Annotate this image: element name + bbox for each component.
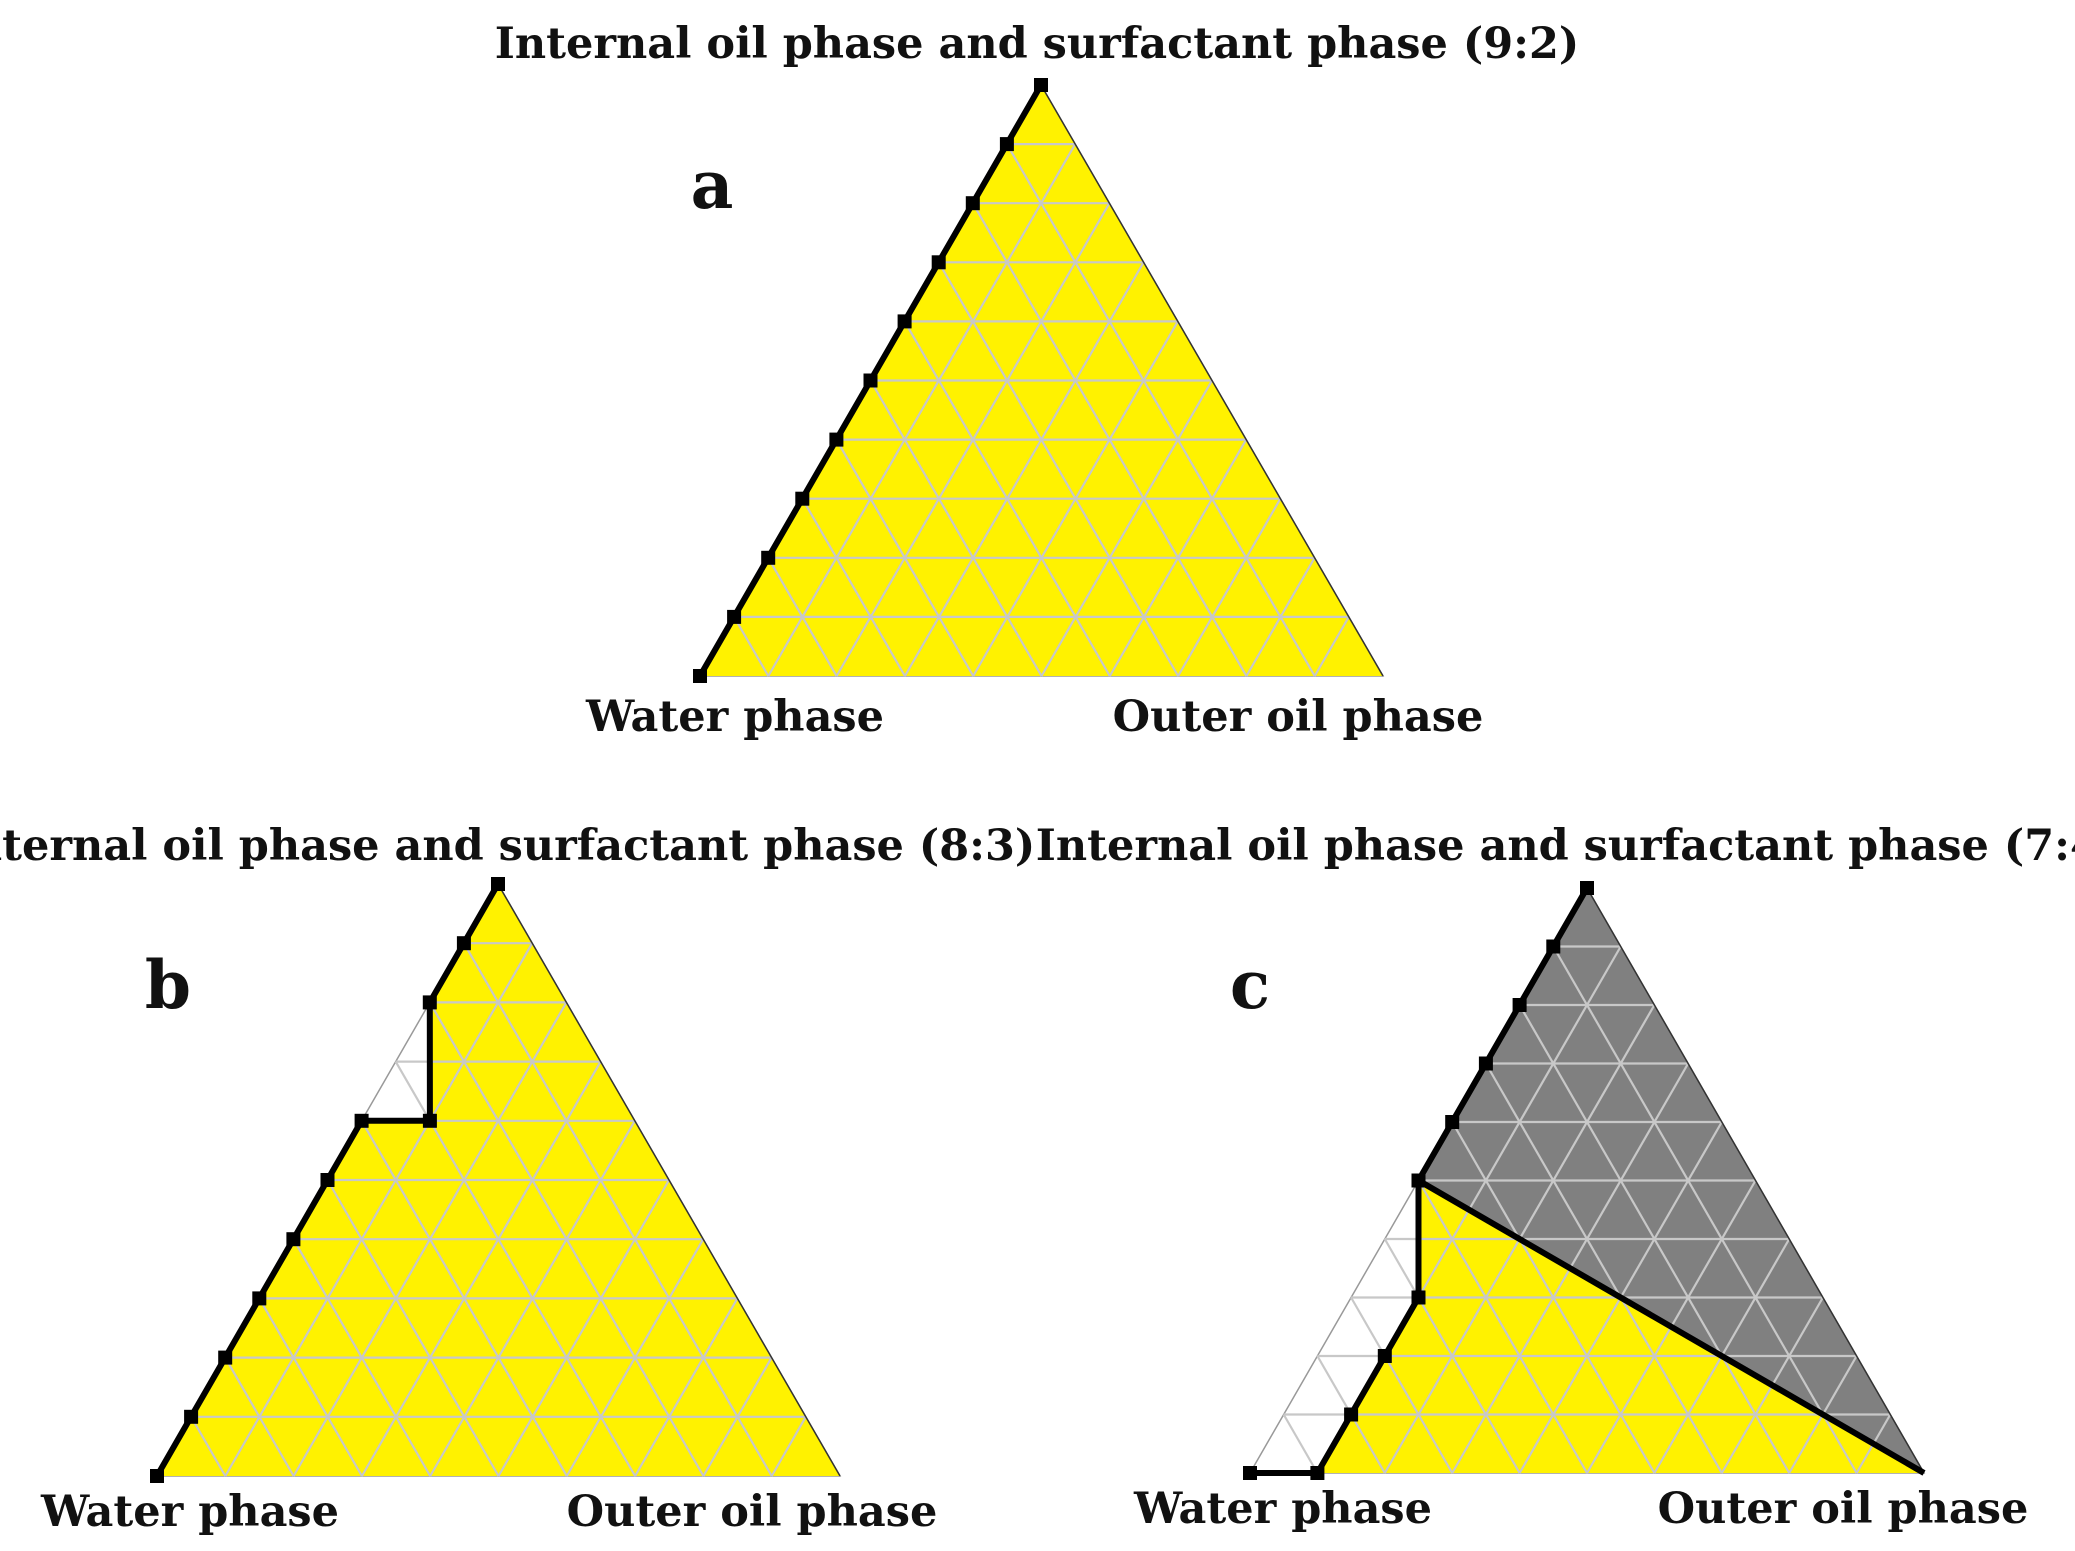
panel-a-water-phase-label: Water phase (585, 692, 884, 742)
phase-divider-line (1416, 1177, 1926, 1476)
grid-line (835, 439, 975, 677)
grid-line (767, 557, 838, 677)
triangle-edge (1040, 84, 1384, 677)
boundary-point-marker (218, 1350, 233, 1365)
grid-line (702, 1357, 773, 1477)
panel-a: Internal oil phase and surfactant phase … (495, 19, 1580, 742)
boundary-point-marker (1243, 1466, 1257, 1480)
boundary-point-marker (1377, 1349, 1392, 1363)
grid-line (326, 1179, 500, 1477)
panel-c-title: Internal oil phase and surfactant phase … (1036, 821, 2075, 871)
grid-line (1417, 1179, 1588, 1474)
triangle-edge (1586, 887, 1925, 1474)
boundary-point-marker (999, 137, 1014, 152)
grid-line (1245, 557, 1316, 677)
boundary-point-marker (1512, 998, 1527, 1012)
panel-c-ternary-plot (1243, 881, 1926, 1480)
grid-line (1313, 616, 1350, 677)
grid-line (634, 1297, 739, 1477)
boundary-point-marker (354, 1113, 369, 1128)
grid-line (1005, 143, 1316, 677)
grid-line (1484, 1062, 1723, 1474)
grid-line (1040, 379, 1213, 677)
panel-c-letter: c (1230, 946, 1270, 1024)
grid-line (1350, 1296, 1454, 1474)
boundary-point-marker (1344, 1407, 1359, 1422)
panel-a-outer-oil-phase-label: Outer oil phase (1113, 692, 1484, 742)
grid-lines (190, 942, 807, 1477)
grid-line (1177, 498, 1282, 677)
panel-b-water-phase-label: Water phase (40, 1487, 339, 1537)
panel-b-letter: b (145, 946, 191, 1024)
grid-line (497, 1179, 670, 1477)
grid-line (1108, 439, 1248, 677)
boundary-point-marker (1411, 1290, 1426, 1305)
panel-c: Internal oil phase and surfactant phase … (1036, 821, 2075, 1534)
grid-line (190, 1416, 227, 1477)
boundary-point-marker (252, 1291, 267, 1306)
grid-line (258, 1297, 363, 1477)
panel-b-ternary-plot (150, 877, 842, 1483)
boundary-point-marker (320, 1173, 335, 1187)
panel-a-title: Internal oil phase and surfactant phase … (495, 19, 1580, 69)
grid-line (937, 261, 1180, 677)
triangle-edge (497, 883, 841, 1477)
boundary-point-marker (863, 373, 878, 388)
boundary-point-marker (829, 432, 844, 447)
boundary-point-marker (761, 550, 776, 565)
grid-line (224, 942, 534, 1477)
grid-line (770, 1416, 807, 1477)
boundary-point-marker (456, 936, 471, 951)
grid-line (462, 942, 773, 1477)
panel-b-title: Internal oil phase and surfactant phase … (0, 821, 1035, 871)
boundary-point-marker (931, 255, 946, 270)
panel-c-water-phase-label: Water phase (1133, 1484, 1432, 1534)
grid-line (903, 261, 1145, 677)
grid-line (360, 1061, 602, 1477)
grid-line (1383, 1238, 1521, 1474)
grid-lines (733, 143, 1350, 677)
grid-lines (1282, 945, 1892, 1474)
boundary-point-marker (1411, 1173, 1426, 1188)
grid-line (292, 1238, 432, 1477)
boundary-point-marker (693, 669, 707, 683)
boundary-point-marker (727, 609, 742, 624)
panel-a-letter: a (691, 146, 734, 224)
grid-line (801, 498, 906, 677)
boundary-point-marker (184, 1409, 199, 1424)
boundary-point-marker (965, 196, 980, 211)
boundary-point-marker (1580, 881, 1594, 895)
boundary-point-marker (1546, 939, 1561, 954)
panel-c-outer-oil-phase-label: Outer oil phase (1658, 1484, 2029, 1534)
boundary-point-marker (422, 1113, 437, 1128)
boundary-point-marker (491, 877, 505, 891)
grid-line (733, 616, 770, 677)
grid-line (394, 1061, 637, 1477)
boundary-point-marker (286, 1232, 301, 1247)
grid-line (1552, 945, 1858, 1474)
grid-line (565, 1238, 705, 1477)
boundary-point-marker (1445, 1115, 1460, 1129)
boundary-point-marker (422, 995, 437, 1010)
grid-line (767, 143, 1077, 677)
grid-line (869, 379, 1043, 677)
boundary-point-marker (1310, 1466, 1325, 1480)
grid-line (1282, 1413, 1319, 1474)
boundary-point-marker (1034, 78, 1048, 92)
panel-b: Internal oil phase and surfactant phase … (0, 821, 1035, 1537)
panel-b-outer-oil-phase-label: Outer oil phase (567, 1487, 938, 1537)
panel-a-ternary-plot (693, 78, 1385, 683)
grid-line (224, 1357, 295, 1477)
boundary-point-marker (1478, 1056, 1493, 1071)
boundary-point-marker (795, 491, 810, 506)
boundary-point-marker (897, 314, 912, 329)
boundary-point-marker (150, 1469, 164, 1483)
